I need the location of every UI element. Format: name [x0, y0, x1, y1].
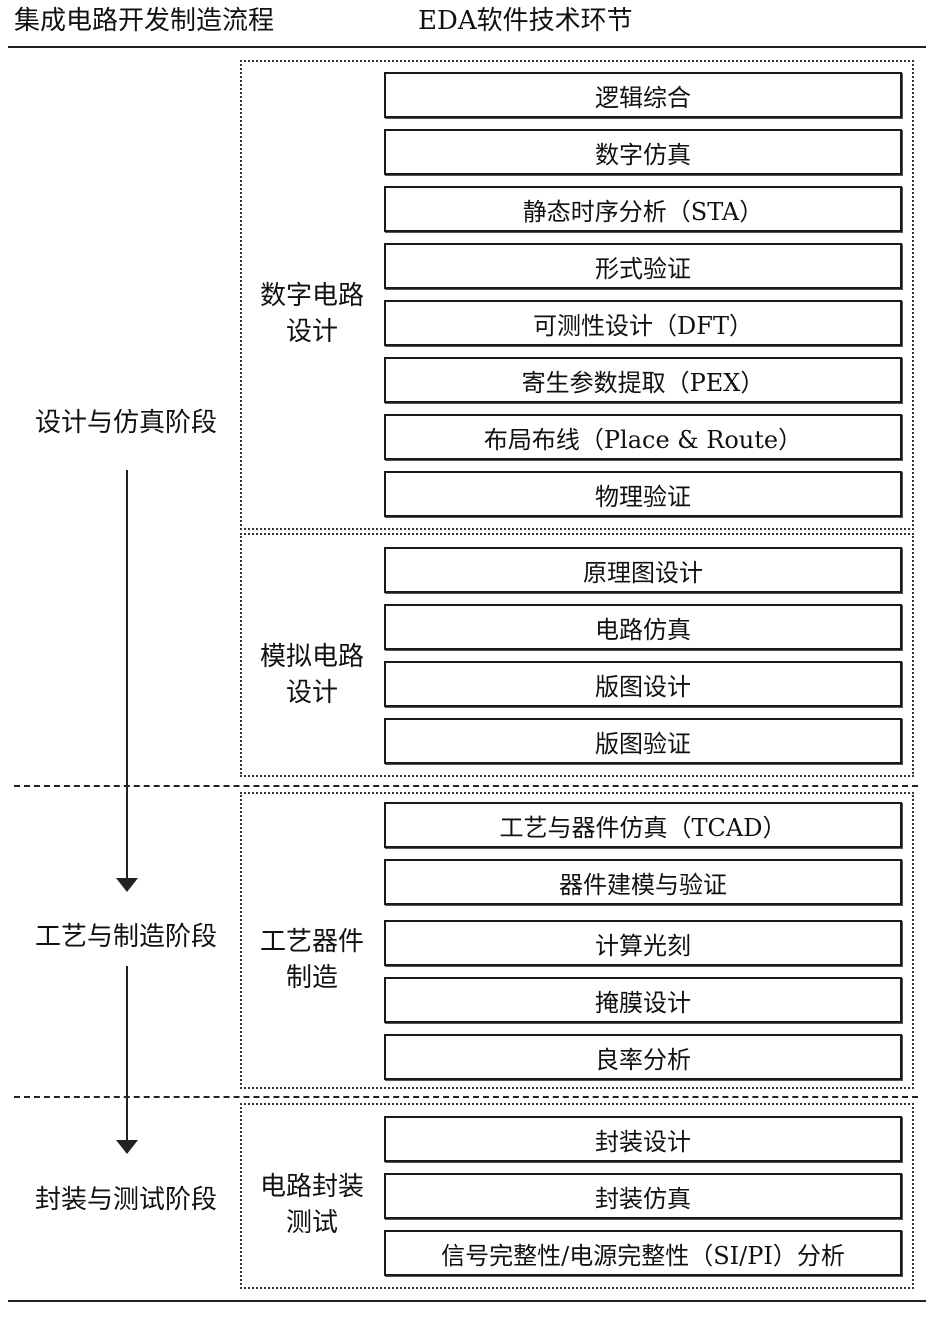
eda-step-box: 版图设计: [384, 661, 902, 707]
eda-step-box: 电路仿真: [384, 604, 902, 650]
eda-step-box: 工艺与器件仿真（TCAD）: [384, 802, 902, 848]
group-analog-design: [240, 533, 914, 777]
group-label-process: 工艺器件 制造: [244, 924, 380, 996]
group-process-device: [240, 792, 914, 1089]
flow-column-title: 集成电路开发制造流程: [14, 6, 275, 36]
eda-step-box: 可测性设计（DFT）: [384, 300, 902, 346]
eda-column-title: EDA软件技术环节: [418, 6, 633, 36]
eda-step-box: 良率分析: [384, 1034, 902, 1080]
flow-arrow-2-shaft: [126, 966, 128, 1144]
group-label-package: 电路封装 测试: [244, 1169, 380, 1241]
eda-step-box: 封装设计: [384, 1116, 902, 1162]
group-label-line: 工艺器件: [259, 927, 364, 957]
eda-step-box: 物理验证: [384, 471, 902, 517]
eda-step-box: 静态时序分析（STA）: [384, 186, 902, 232]
eda-step-box: 形式验证: [384, 243, 902, 289]
arrow-down-icon: [116, 878, 138, 892]
eda-step-box: 版图验证: [384, 718, 902, 764]
stage-process-manufacturing: 工艺与制造阶段: [34, 922, 217, 952]
eda-step-box: 掩膜设计: [384, 977, 902, 1023]
group-package-test: [240, 1103, 914, 1289]
eda-step-box: 原理图设计: [384, 547, 902, 593]
header-rule: [8, 46, 926, 48]
eda-step-box: 布局布线（Place & Route）: [384, 414, 902, 460]
stage-packaging-test: 封装与测试阶段: [34, 1185, 217, 1215]
eda-step-box: 封装仿真: [384, 1173, 902, 1219]
eda-step-box: 信号完整性/电源完整性（SI/PI）分析: [384, 1230, 902, 1276]
group-label-line: 测试: [285, 1208, 338, 1238]
eda-step-box: 器件建模与验证: [384, 859, 902, 905]
eda-step-box: 计算光刻: [384, 920, 902, 966]
flow-arrow-1-shaft: [126, 470, 128, 880]
group-label-analog: 模拟电路 设计: [244, 639, 380, 711]
eda-step-box: 寄生参数提取（PEX）: [384, 357, 902, 403]
bottom-rule: [8, 1300, 926, 1302]
group-label-line: 数字电路: [259, 281, 364, 311]
stage-separator-2: [14, 1096, 918, 1098]
stage-design-simulation: 设计与仿真阶段: [34, 408, 217, 438]
eda-step-box: 数字仿真: [384, 129, 902, 175]
eda-step-box: 逻辑综合: [384, 72, 902, 118]
group-label-digital: 数字电路 设计: [244, 278, 380, 350]
arrow-down-icon: [116, 1140, 138, 1154]
group-label-line: 模拟电路: [259, 642, 364, 672]
group-label-line: 设计: [285, 317, 338, 347]
group-label-line: 电路封装: [259, 1172, 364, 1202]
group-label-line: 制造: [285, 963, 338, 993]
stage-separator-1: [14, 785, 918, 787]
group-label-line: 设计: [285, 678, 338, 708]
group-digital-design: [240, 60, 914, 530]
